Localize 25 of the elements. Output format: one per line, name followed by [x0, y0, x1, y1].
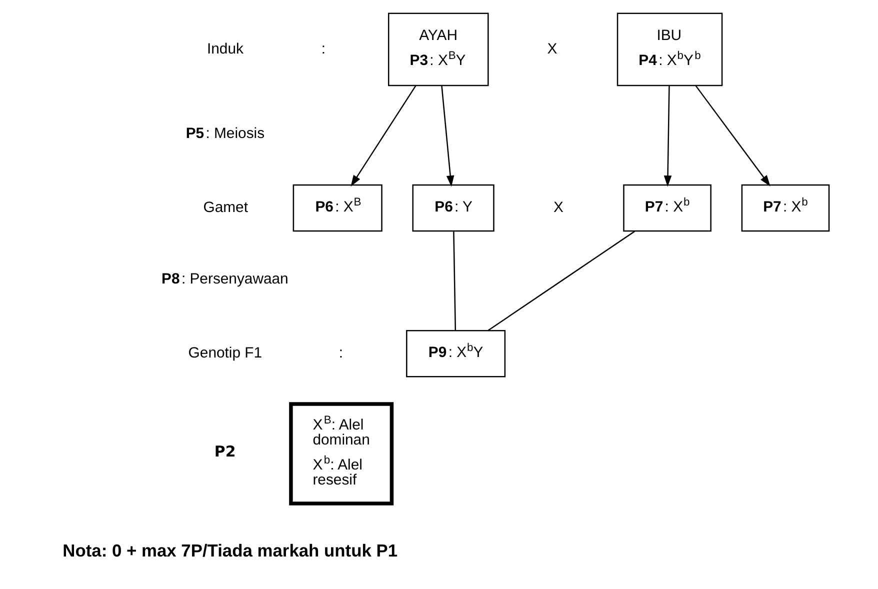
label: Gamet: [203, 198, 248, 216]
label: Genotip F1: [188, 344, 262, 362]
node-label: P2: [214, 442, 236, 460]
node-box: P6: Y: [412, 184, 494, 232]
arrow: [441, 86, 454, 187]
arrow: [350, 85, 416, 186]
connector: [488, 230, 636, 332]
node-box: P7: X$^{b}$: [623, 184, 712, 232]
label: P5: Meiosis: [186, 124, 265, 142]
node-box: IBU P4: X$^{b}$Y$^{b}$: [616, 12, 723, 86]
label: Nota: 0 + max 7P/Tiada markah untuk P1: [62, 540, 398, 561]
node-box: P9: X$^{b}$Y: [406, 330, 506, 378]
label: :: [321, 40, 326, 58]
label: Induk: [206, 40, 244, 58]
node-box: P6: X$^{B}$: [292, 184, 382, 232]
arrow: [695, 85, 770, 186]
node-box: X$^{B}$: Alel dominan X$^{b}$: Alel resesif: [289, 402, 394, 506]
node-box: P7: X$^{b}$: [741, 184, 830, 232]
node-box: AYAH P3: X$^{B}$Y: [388, 12, 489, 86]
label: :: [338, 344, 344, 362]
label: P8: Persenyawaan: [162, 270, 288, 288]
label: X: [553, 198, 564, 216]
connector: [453, 232, 456, 330]
label: X: [547, 40, 558, 58]
arrow: [664, 86, 672, 187]
